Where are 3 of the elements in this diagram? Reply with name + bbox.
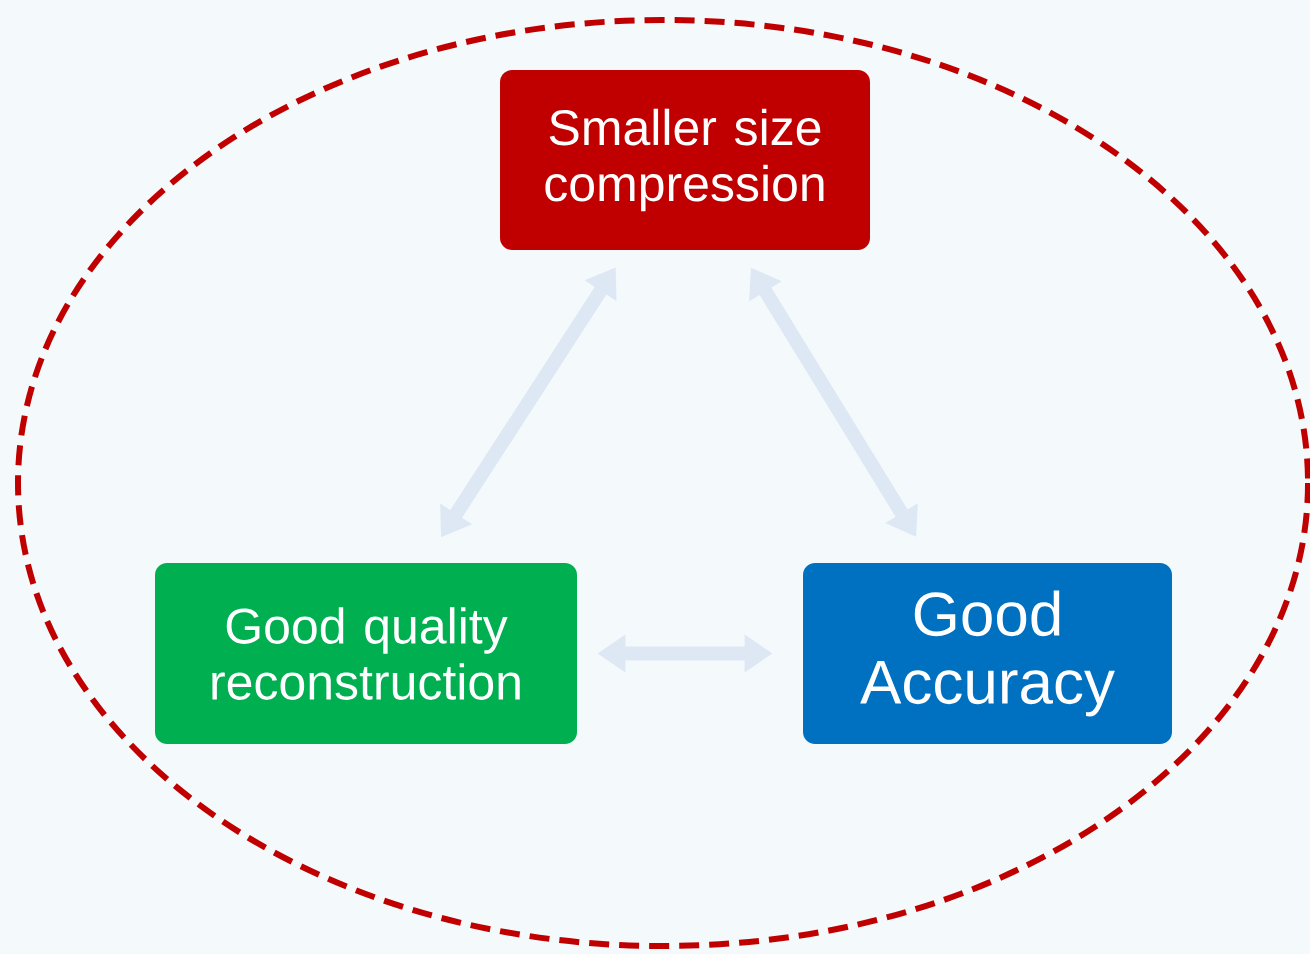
process-box: Good quality reconstruction [155, 563, 577, 744]
process-box: Smaller size compression [500, 70, 870, 250]
process-box: Good Accuracy [803, 563, 1172, 744]
